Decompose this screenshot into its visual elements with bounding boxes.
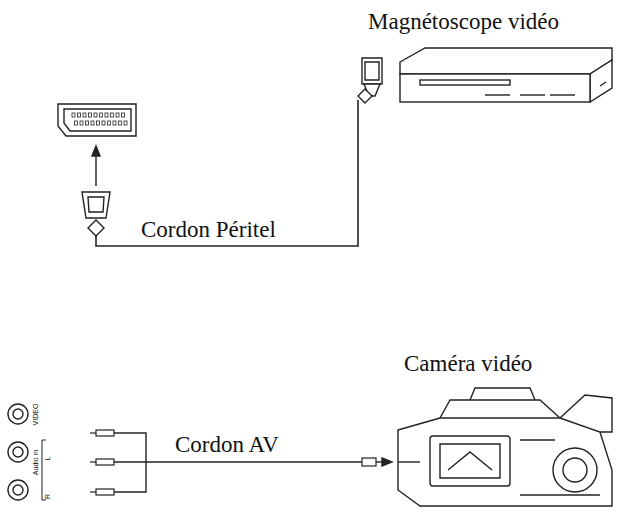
scart-plug [82,192,110,236]
rca-plugs [90,430,114,495]
scart-socket [58,104,136,136]
scart-plug [358,58,382,103]
cable-label: Cordon AV [172,433,282,456]
jack-label: Audio in [32,449,39,474]
av-jack-plug [362,458,376,466]
camcorder-illustration [398,388,612,506]
jack-label: L [45,456,52,460]
rca-jacks [8,404,46,500]
cable-label: Cordon Péritel [138,218,279,241]
device-label: Magnétoscope vidéo [368,10,559,33]
av-cable [114,433,362,492]
jack-label: R [45,493,52,498]
vcr-illustration [400,48,612,102]
jack-label: VIDEO [32,403,39,425]
device-label: Caméra vidéo [404,352,532,375]
